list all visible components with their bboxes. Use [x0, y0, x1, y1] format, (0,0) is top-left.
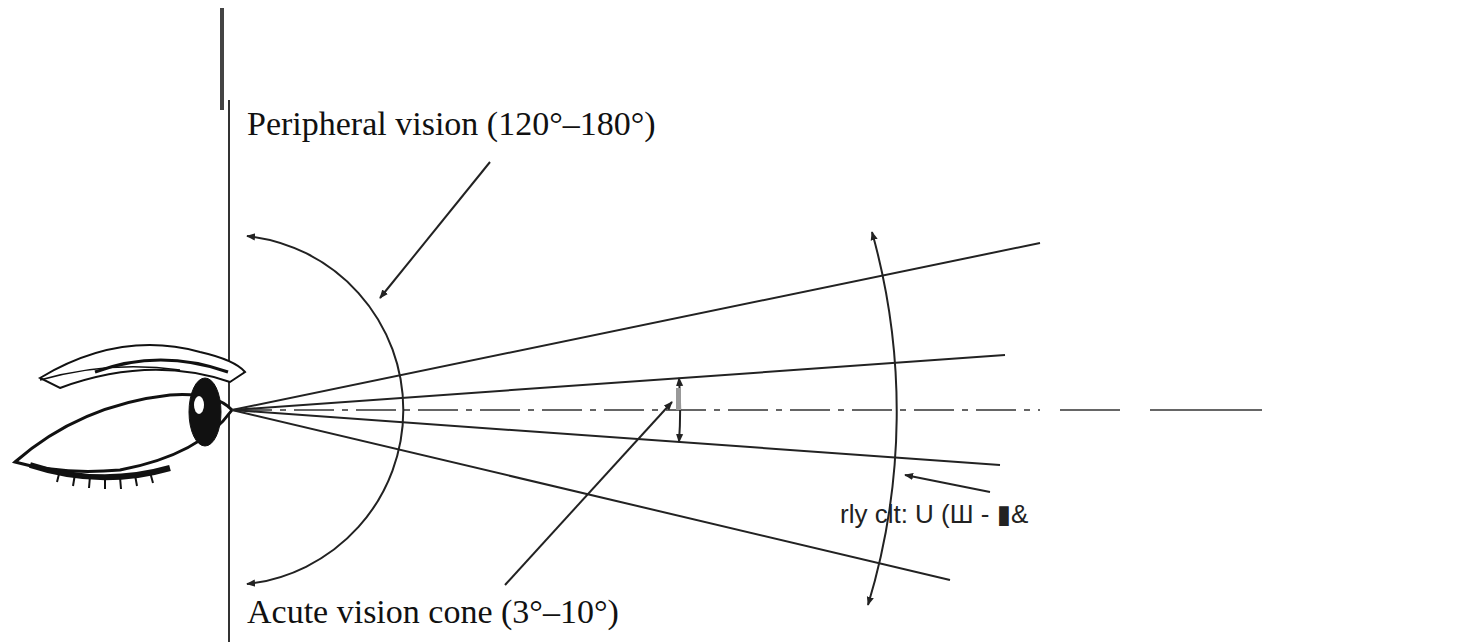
leader-line	[505, 402, 672, 585]
leader-line	[380, 162, 490, 298]
center-line	[1150, 409, 1262, 411]
peripheral-arc	[247, 236, 403, 584]
center-line	[232, 409, 1040, 411]
center-line	[1060, 409, 1120, 411]
sight-lines	[232, 243, 1040, 580]
region-label: Acute vision cone (3°–10°)	[247, 592, 619, 631]
eye-drawing	[15, 345, 245, 489]
leader-line	[905, 475, 990, 492]
frame-bar	[220, 8, 224, 110]
cone-arc	[868, 232, 897, 605]
stray-text: rly clt: U (Ш - ▮&	[840, 500, 1028, 530]
region-label: Peripheral vision (120°–180°)	[247, 104, 656, 143]
acute-mark	[676, 388, 681, 410]
